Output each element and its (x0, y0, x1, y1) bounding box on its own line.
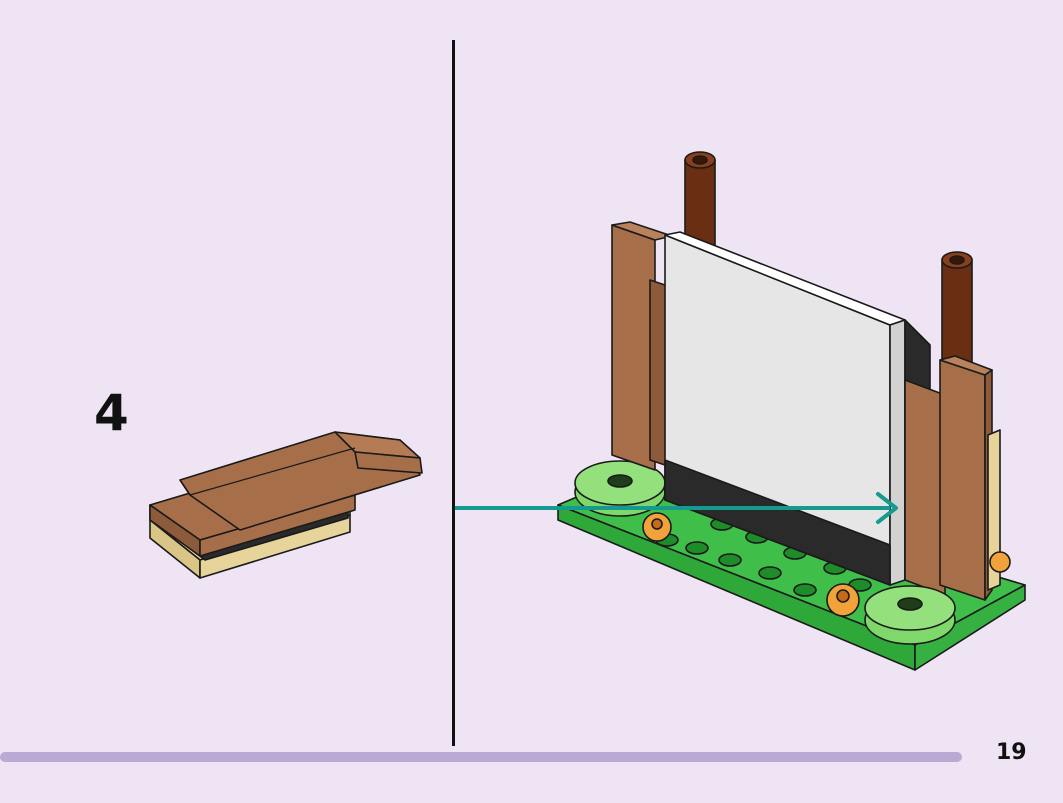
page-number: 19 (996, 740, 1027, 765)
sub-assembly-part (149, 431, 423, 579)
step-number: 4 (94, 384, 129, 442)
main-model (557, 151, 1026, 671)
arrow-right-icon (455, 492, 898, 524)
progress-bar (0, 752, 962, 762)
panel-divider (452, 40, 455, 746)
